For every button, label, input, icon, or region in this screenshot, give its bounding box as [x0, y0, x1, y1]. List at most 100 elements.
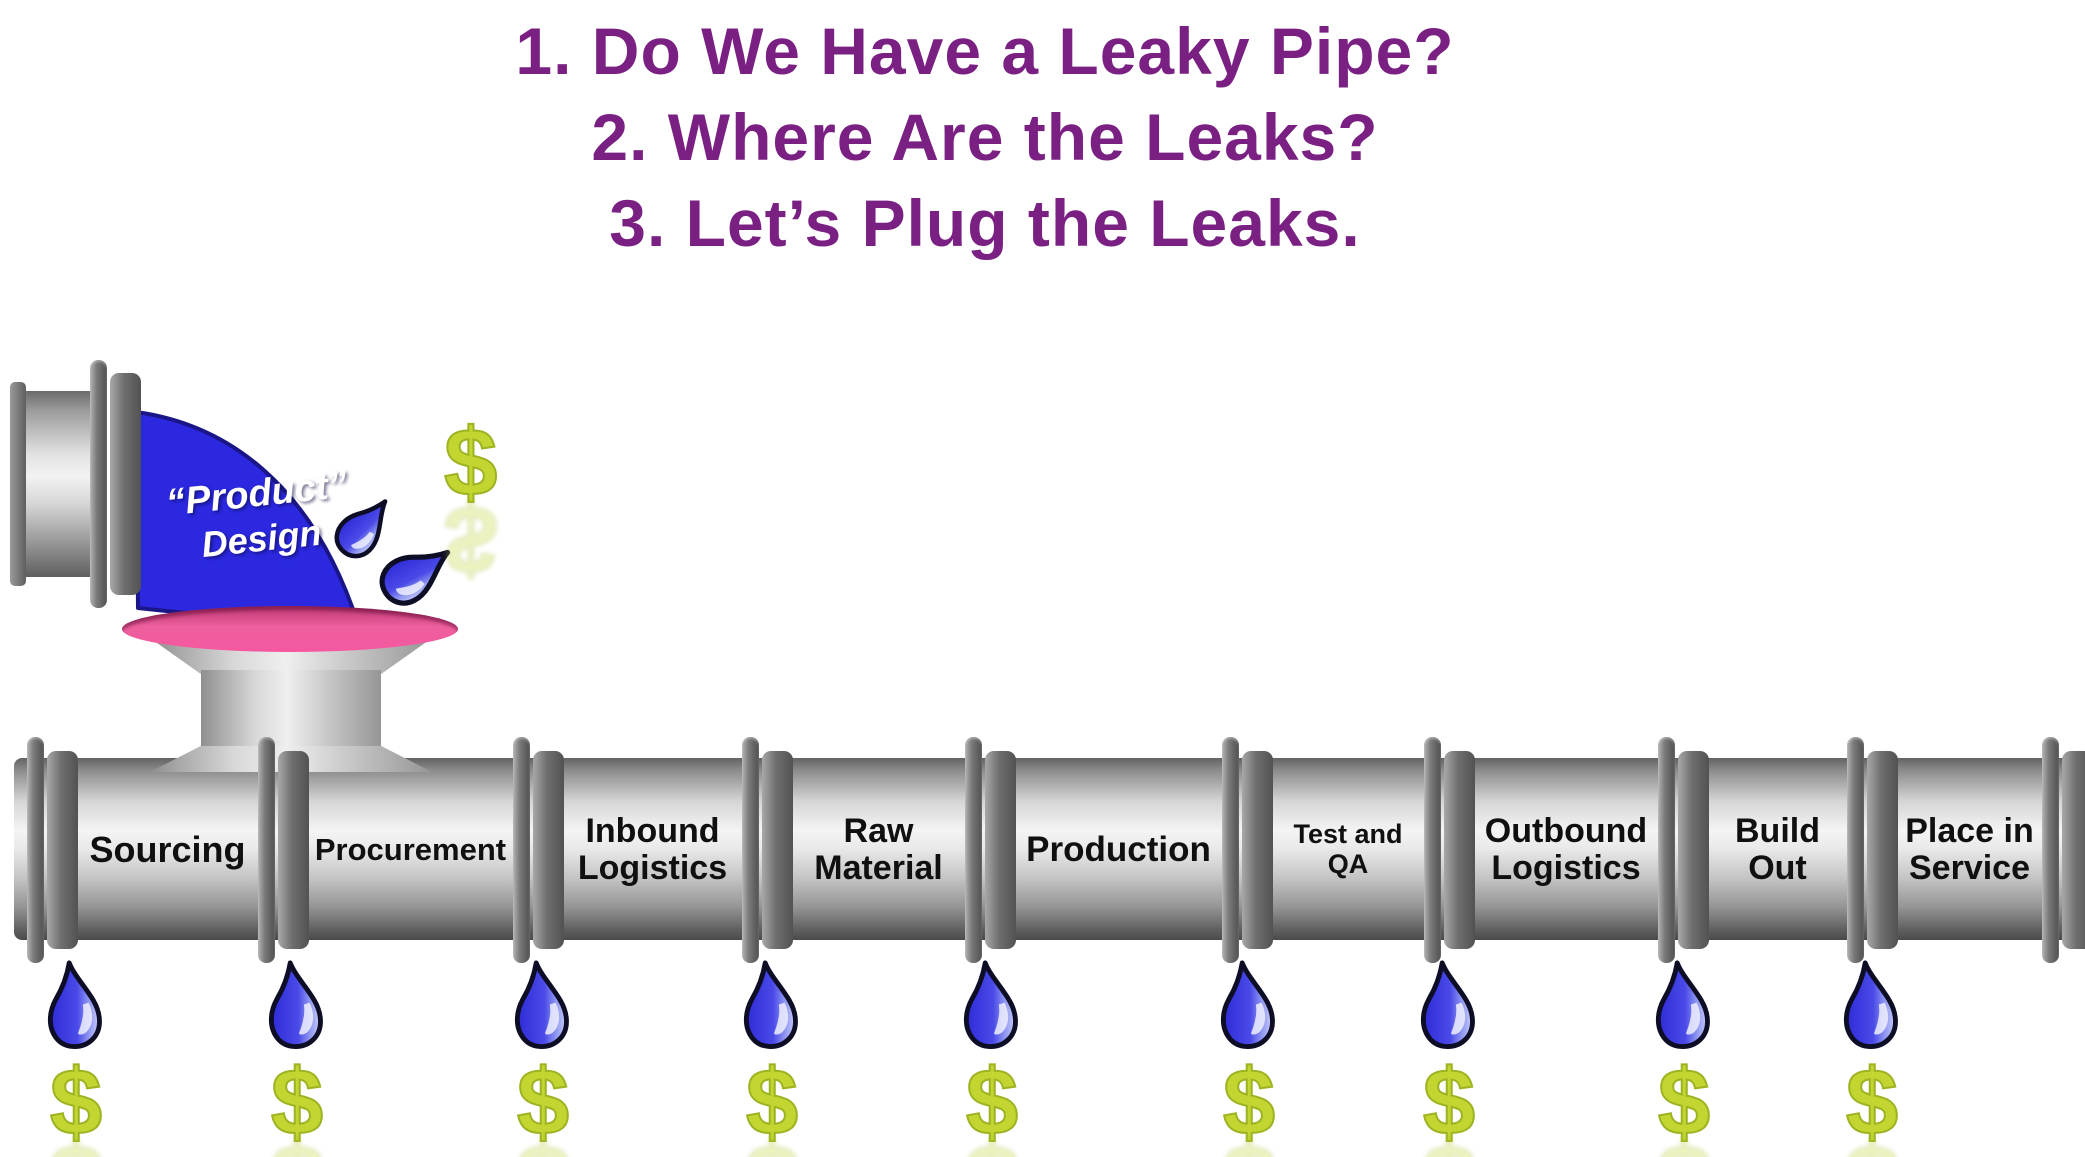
- dollar-sign-icon: $$: [1845, 1054, 1899, 1157]
- dollar-sign-icon: $ $: [443, 414, 498, 595]
- dollar-sign-icon: $$: [965, 1054, 1019, 1157]
- dollar-sign-icon: $$: [1222, 1054, 1276, 1157]
- dollar-glyph: $: [270, 1049, 324, 1154]
- dollar-reflection: $: [1657, 1125, 1711, 1157]
- main-pipe: [14, 758, 2085, 940]
- joint-bar: [533, 751, 564, 949]
- pipe-joint-7: [1424, 737, 1476, 965]
- water-drop-icon: [47, 960, 102, 1049]
- pipe-segment-label-raw-material: Raw Material: [814, 811, 943, 887]
- joint-bar: [1444, 751, 1475, 949]
- leak-5: $$: [944, 958, 1040, 1157]
- pipe-segment-label-sourcing: Sourcing: [89, 829, 246, 871]
- pipe-segment-label-production: Production: [1026, 829, 1211, 869]
- joint-bar: [1847, 737, 1864, 963]
- pipe-joint-6: [1222, 737, 1274, 965]
- pipe-segment-label-build-out: Build Out: [1735, 811, 1820, 887]
- joint-bar: [742, 737, 759, 963]
- splash-drop-icon: [379, 549, 451, 606]
- joint-bar: [1222, 737, 1239, 963]
- water-drop-icon: [743, 960, 798, 1049]
- joint-bar: [1658, 737, 1675, 963]
- dollar-glyph: $: [965, 1049, 1019, 1154]
- dollar-glyph: $: [1422, 1049, 1476, 1154]
- dollar-sign-icon: $$: [270, 1054, 324, 1157]
- joint-bar: [2042, 737, 2059, 963]
- joint-bar: [1242, 751, 1273, 949]
- dollar-glyph: $: [49, 1049, 103, 1154]
- joint-bar: [1867, 751, 1898, 949]
- pipe-joint-1: [27, 737, 79, 965]
- joint-bar: [27, 737, 44, 963]
- dollar-glyph: $: [443, 409, 498, 516]
- dollar-glyph: $: [1657, 1049, 1711, 1154]
- splash-drop-icon: [334, 499, 388, 559]
- pipe-joint-8: [1658, 737, 1710, 965]
- joint-bar: [762, 751, 793, 949]
- joint-bar: [2062, 751, 2085, 949]
- water-drop-icon: [1655, 960, 1710, 1049]
- pipe-joint-9: [1847, 737, 1899, 965]
- dollar-glyph: $: [1222, 1049, 1276, 1154]
- pipe-segment-label-inbound-logistics: Inbound Logistics: [577, 811, 728, 887]
- leak-9: $$: [1824, 958, 1920, 1157]
- leak-3: $$: [495, 958, 591, 1157]
- joint-bar: [1424, 737, 1441, 963]
- joint-bar: [985, 751, 1016, 949]
- page-title: 1. Do We Have a Leaky Pipe? 2. Where Are…: [380, 8, 1590, 266]
- dollar-sign-icon: $$: [1657, 1054, 1711, 1157]
- joint-bar: [513, 737, 530, 963]
- leak-1: $$: [28, 958, 124, 1157]
- joint-bar: [258, 737, 275, 963]
- inlet-pipe-end-cap: [10, 382, 26, 586]
- pipe-segment-label-test-and-qa: Test and QA: [1293, 819, 1403, 879]
- dollar-glyph: $: [1845, 1049, 1899, 1154]
- pipe-segment-label-place-in-service: Place in Service: [1905, 811, 2034, 887]
- pipe-segment-label-procurement: Procurement: [314, 831, 507, 867]
- water-drop-icon: [1220, 960, 1275, 1049]
- dollar-reflection: $: [1422, 1125, 1476, 1157]
- leak-2: $$: [249, 958, 345, 1157]
- dollar-sign-icon: $$: [49, 1054, 103, 1157]
- leak-8: $$: [1636, 958, 1732, 1157]
- pipe-joint-5: [965, 737, 1017, 965]
- dollar-reflection: $: [49, 1125, 103, 1157]
- leak-6: $$: [1201, 958, 1297, 1157]
- dollar-reflection: $: [443, 485, 498, 594]
- flange-bar: [110, 373, 141, 595]
- dollar-reflection: $: [270, 1125, 324, 1157]
- dollar-sign-icon: $$: [745, 1054, 799, 1157]
- product-design-stream: [134, 410, 360, 628]
- leak-4: $$: [724, 958, 820, 1157]
- pipe-joint-3: [513, 737, 565, 965]
- title-line-3: 3. Let’s Plug the Leaks.: [609, 186, 1361, 260]
- joint-bar: [47, 751, 78, 949]
- water-drop-icon: [1843, 960, 1898, 1049]
- joint-bar: [965, 737, 982, 963]
- dollar-sign-icon: $$: [516, 1054, 570, 1157]
- water-drop-icon: [1420, 960, 1475, 1049]
- pipe-joint-4: [742, 737, 794, 965]
- dollar-glyph: $: [516, 1049, 570, 1154]
- inlet-flange: [90, 360, 142, 610]
- dollar-glyph: $: [745, 1049, 799, 1154]
- water-drop-icon: [963, 960, 1018, 1049]
- pipe-joint-2: [258, 737, 310, 965]
- dollar-reflection: $: [965, 1125, 1019, 1157]
- joint-bar: [278, 751, 309, 949]
- inlet-pipe: [14, 391, 96, 577]
- title-line-2: 2. Where Are the Leaks?: [591, 100, 1379, 174]
- water-drop-icon: [514, 960, 569, 1049]
- title-line-1: 1. Do We Have a Leaky Pipe?: [515, 14, 1455, 88]
- dollar-sign-icon: $$: [1422, 1054, 1476, 1157]
- pipe-joint-10: [2042, 737, 2085, 965]
- dollar-reflection: $: [745, 1125, 799, 1157]
- flange-bar: [90, 360, 107, 608]
- dollar-reflection: $: [1845, 1125, 1899, 1157]
- water-drop-icon: [268, 960, 323, 1049]
- leak-7: $$: [1401, 958, 1497, 1157]
- funnel-neck: [201, 670, 381, 750]
- pipe-segment-label-outbound-logistics: Outbound Logistics: [1484, 811, 1648, 887]
- funnel-rim: [122, 606, 458, 652]
